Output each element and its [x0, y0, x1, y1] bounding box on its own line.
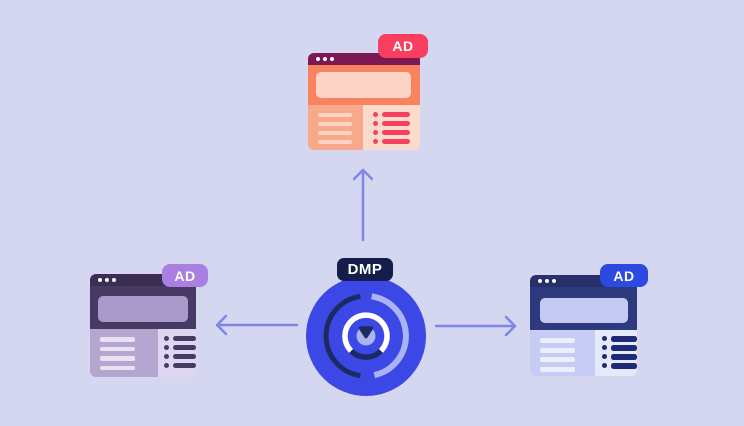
list-bar [382, 121, 410, 126]
window-hero-banner [90, 286, 196, 329]
dmp-badge: DMP [337, 258, 393, 281]
bullet-dot-icon [373, 112, 378, 117]
ad-badge-top: AD [378, 34, 428, 58]
text-line [540, 347, 575, 353]
window-body [90, 329, 196, 377]
list-row [164, 354, 196, 359]
text-lines-column [90, 329, 158, 377]
bullet-list-column [595, 330, 637, 376]
list-bar [611, 363, 637, 369]
list-bar [611, 336, 637, 342]
list-bar [173, 354, 196, 359]
text-lines-column [530, 330, 595, 376]
text-lines-column [308, 105, 363, 150]
list-bar [382, 112, 410, 117]
arrow-left-icon [215, 314, 299, 336]
window-hero-content [98, 296, 188, 322]
list-row [602, 363, 637, 369]
text-line [318, 140, 352, 144]
list-row [373, 112, 420, 117]
ad-window-top [308, 53, 420, 150]
bullet-list-column [363, 105, 420, 150]
window-body [308, 105, 420, 150]
arrow-up-icon [352, 168, 374, 242]
window-dot-icon [105, 278, 109, 282]
text-line [540, 338, 575, 343]
window-dot-icon [316, 57, 320, 61]
ad-badge-left: AD [162, 264, 208, 287]
ad-window-left [90, 274, 196, 377]
window-hero-content [540, 298, 628, 323]
text-line [318, 131, 352, 135]
bullet-dot-icon [164, 363, 169, 368]
list-row [602, 336, 637, 342]
bullet-dot-icon [602, 354, 607, 360]
bullet-dot-icon [164, 336, 169, 341]
list-row [164, 345, 196, 350]
ad-window-right [530, 275, 637, 376]
ad-badge-right: AD [600, 264, 648, 287]
list-bar [611, 354, 637, 360]
list-bar [173, 336, 196, 341]
window-hero-content [316, 72, 411, 98]
list-row [373, 130, 420, 135]
text-line [100, 356, 135, 361]
list-row [602, 345, 637, 351]
window-dot-icon [330, 57, 334, 61]
bullet-list-column [158, 329, 196, 377]
window-dot-icon [545, 279, 549, 283]
list-row [164, 336, 196, 341]
list-row [373, 139, 420, 144]
list-row [373, 121, 420, 126]
text-line [318, 113, 352, 117]
text-line [100, 365, 135, 370]
bullet-dot-icon [373, 130, 378, 135]
window-dot-icon [112, 278, 116, 282]
bullet-dot-icon [373, 121, 378, 126]
list-bar [173, 363, 196, 368]
text-line [318, 122, 352, 126]
bullet-dot-icon [373, 139, 378, 144]
window-body [530, 330, 637, 376]
bullet-dot-icon [602, 336, 607, 342]
text-line [100, 346, 135, 351]
bullet-dot-icon [164, 354, 169, 359]
window-dot-icon [552, 279, 556, 283]
dmp-hub [306, 276, 426, 396]
text-line [540, 357, 575, 362]
text-line [100, 337, 135, 342]
window-dot-icon [98, 278, 102, 282]
window-dot-icon [323, 57, 327, 61]
list-bar [382, 139, 410, 144]
list-row [602, 354, 637, 360]
list-bar [611, 345, 637, 351]
list-row [164, 363, 196, 368]
arrow-right-icon [434, 315, 517, 337]
window-hero-banner [308, 65, 420, 105]
window-hero-banner [530, 287, 637, 330]
bullet-dot-icon [602, 363, 607, 369]
bullet-dot-icon [602, 345, 607, 351]
list-bar [173, 345, 196, 350]
window-dot-icon [538, 279, 542, 283]
bullet-dot-icon [164, 345, 169, 350]
text-line [540, 366, 575, 372]
dmp-target-icon [323, 293, 409, 379]
list-bar [382, 130, 410, 135]
